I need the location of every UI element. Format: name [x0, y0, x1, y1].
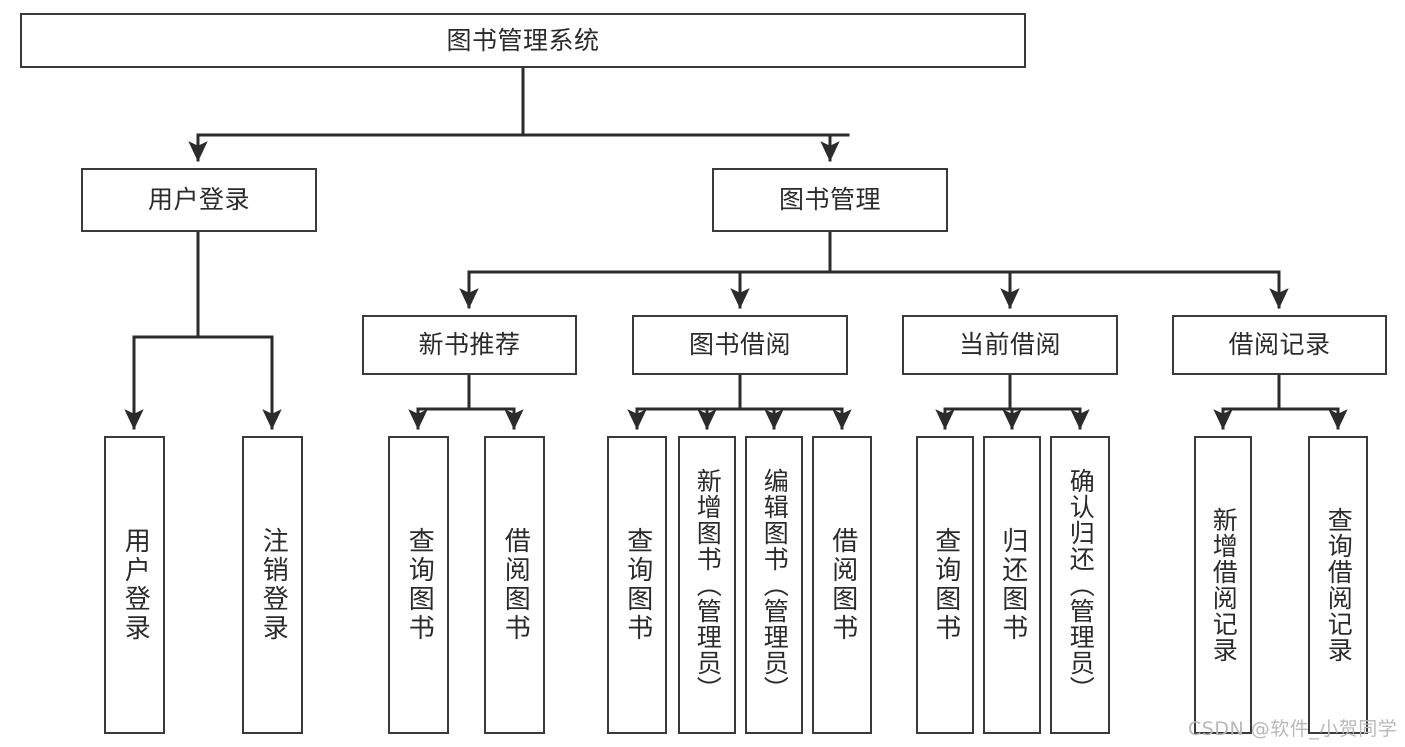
- node-label: 图书管理系统: [446, 25, 600, 55]
- leaf-edit-book[interactable]: 编辑图书（管理员）: [745, 436, 803, 734]
- node-label: 查询借阅记录: [1324, 507, 1354, 663]
- node-label: 归还图书: [997, 527, 1028, 643]
- leaf-borrow-book-2[interactable]: 借阅图书: [812, 436, 872, 734]
- node-label: 新增图书（管理员）: [693, 468, 723, 702]
- node-borrow-record[interactable]: 借阅记录: [1172, 315, 1387, 375]
- leaf-query-book-1[interactable]: 查询图书: [388, 436, 449, 734]
- leaf-add-record[interactable]: 新增借阅记录: [1194, 436, 1252, 734]
- node-label: 新书推荐: [418, 330, 521, 360]
- node-new-book-recommend[interactable]: 新书推荐: [362, 315, 577, 375]
- leaf-query-book-2[interactable]: 查询图书: [607, 436, 667, 734]
- leaf-user-login[interactable]: 用户登录: [104, 436, 165, 734]
- node-label: 借阅图书: [500, 527, 531, 643]
- leaf-add-book[interactable]: 新增图书（管理员）: [678, 436, 736, 734]
- leaf-confirm-return[interactable]: 确认归还（管理员）: [1050, 436, 1110, 734]
- node-current-borrow[interactable]: 当前借阅: [902, 315, 1118, 375]
- node-label: 用户登录: [147, 185, 250, 215]
- leaf-query-book-3[interactable]: 查询图书: [916, 436, 974, 734]
- leaf-return-book[interactable]: 归还图书: [983, 436, 1041, 734]
- node-book-management[interactable]: 图书管理: [712, 168, 948, 232]
- node-label: 查询图书: [930, 527, 961, 643]
- node-label: 借阅记录: [1228, 330, 1331, 360]
- node-label: 图书借阅: [688, 330, 791, 360]
- csdn-watermark: CSDN @软件_小贺同学: [1188, 718, 1398, 740]
- leaf-borrow-book-1[interactable]: 借阅图书: [484, 436, 545, 734]
- node-label: 编辑图书（管理员）: [760, 468, 790, 702]
- node-label: 当前借阅: [958, 330, 1061, 360]
- node-label: 注销登录: [258, 527, 289, 643]
- leaf-logout-login[interactable]: 注销登录: [242, 436, 303, 734]
- node-book-borrow[interactable]: 图书借阅: [632, 315, 848, 375]
- node-label: 用户登录: [120, 527, 151, 643]
- node-label: 查询图书: [622, 527, 653, 643]
- leaf-query-record[interactable]: 查询借阅记录: [1308, 436, 1368, 734]
- node-label: 新增借阅记录: [1209, 507, 1239, 663]
- node-label: 借阅图书: [827, 527, 858, 643]
- node-label: 确认归还（管理员）: [1066, 468, 1096, 702]
- node-label: 查询图书: [404, 527, 435, 643]
- node-label: 图书管理: [778, 185, 881, 215]
- node-root-system[interactable]: 图书管理系统: [20, 13, 1026, 68]
- node-user-login[interactable]: 用户登录: [81, 168, 317, 232]
